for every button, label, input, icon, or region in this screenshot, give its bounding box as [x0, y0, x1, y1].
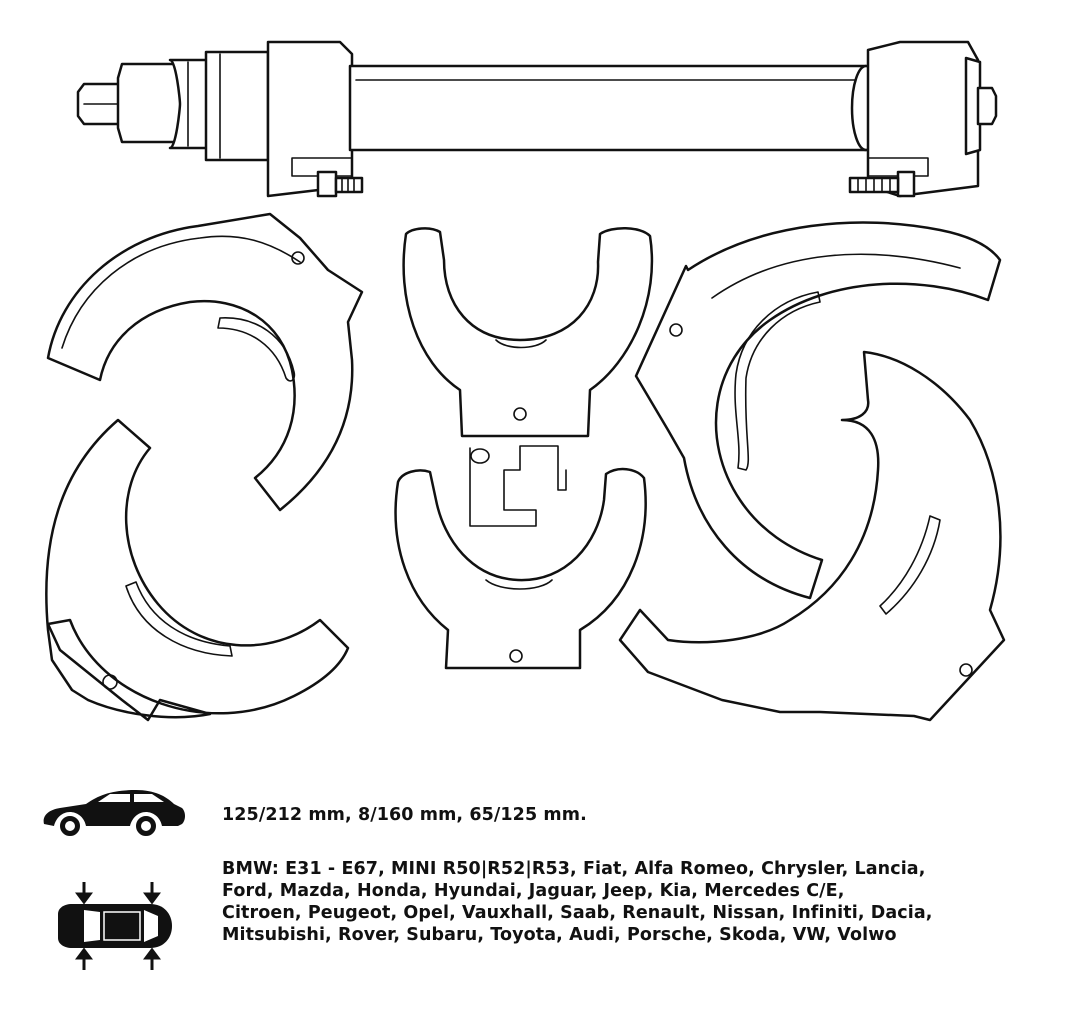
compatibility-line: BMW: E31 - E67, MINI R50|R52|R53, Fiat, … [222, 859, 926, 879]
spindle-assembly [76, 40, 998, 198]
spring-compressor-illustration [45, 40, 1006, 722]
spec-line: 125/212 mm, 8/160 mm, 65/125 mm. [222, 805, 587, 825]
compatibility-line: Mitsubishi, Rover, Subaru, Toyota, Audi,… [222, 925, 897, 945]
center-spring-plates [394, 227, 654, 670]
compatibility-line: Citroen, Peugeot, Opel, Vauxhall, Saab, … [222, 903, 933, 923]
left-spring-plates [45, 212, 364, 722]
right-spring-plates [618, 221, 1006, 722]
car-top-view-icon [58, 882, 172, 970]
car-side-icon [43, 790, 185, 838]
compatibility-line: Ford, Mazda, Honda, Hyundai, Jaguar, Jee… [222, 881, 845, 901]
compatibility-list: BMW: E31 - E67, MINI R50|R52|R53, Fiat, … [222, 858, 933, 946]
